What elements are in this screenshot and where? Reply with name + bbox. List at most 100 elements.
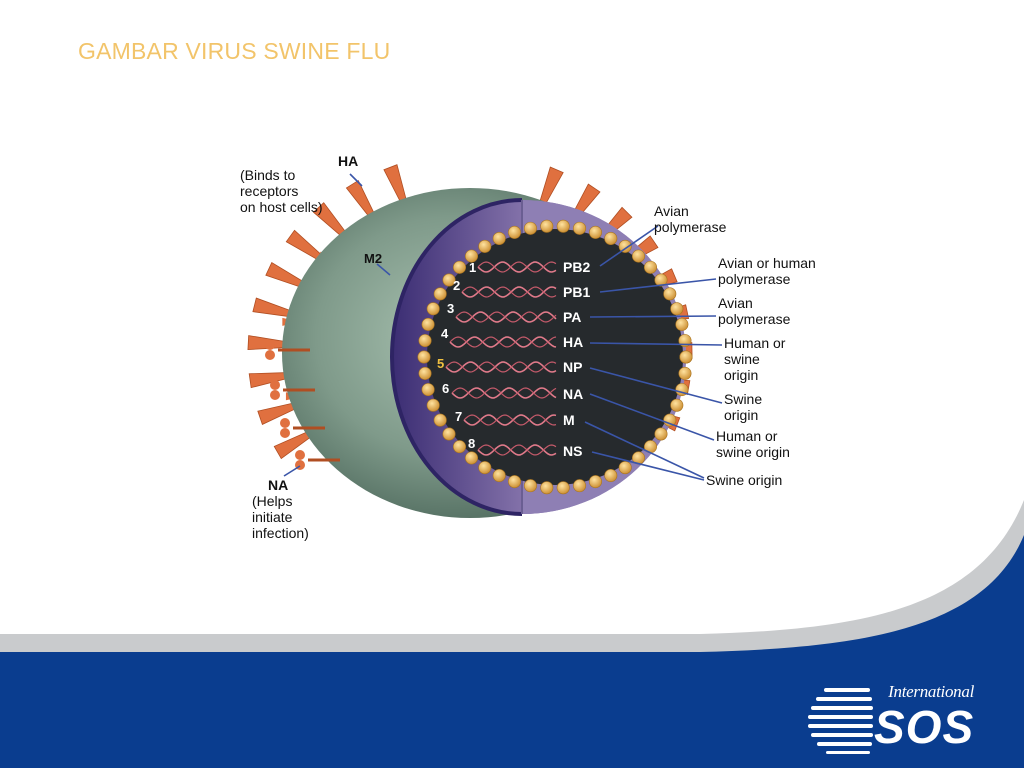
matrix-bead [426,398,440,412]
matrix-bead [632,249,646,263]
pointer-m [584,421,705,479]
gene-label-pb1: PB1 [563,284,590,300]
matrix-bead [556,481,570,495]
inner-membrane-edge [390,198,523,516]
matrix-bead [418,366,432,380]
rna-strand [477,261,557,273]
matrix-bead [523,221,537,235]
origin-na-2: swine origin [716,444,790,460]
segment-number-5: 5 [437,356,444,371]
matrix-bead [604,469,618,483]
matrix-bead [679,350,693,364]
matrix-bead [540,481,554,495]
gene-label-ns: NS [563,443,582,459]
origin-np-2: origin [724,407,758,423]
pointer-ns [591,451,705,481]
matrix-bead [426,302,440,316]
gene-labels: PB2 PB1 PA HA NP NA M NS [563,259,590,459]
na-knob [280,418,290,428]
matrix-bead [418,334,432,348]
matrix-bead [442,273,456,287]
origin-pa-2: polymerase [718,311,791,327]
pointer-lines [283,173,723,481]
pointer-pa [589,315,717,318]
rna-strand [449,336,557,348]
matrix-bead [433,287,447,301]
matrix-bead [508,475,522,489]
callout-ha-desc-1: (Binds to [240,167,295,183]
matrix-protein-beads [417,219,693,495]
callout-ha-desc-3: on host cells) [240,199,322,215]
na-knob [265,350,275,360]
gene-label-pb2: PB2 [563,259,590,275]
pointer-np [589,367,723,404]
origin-ha-2: swine [724,351,760,367]
callout-ha-title: HA [338,153,358,169]
matrix-bead [492,469,506,483]
callout-na-title: NA [268,477,288,493]
matrix-bead [670,302,684,316]
matrix-bead [643,260,657,274]
rna-strand [477,444,557,456]
matrix-bead [464,451,478,465]
matrix-bead [618,239,632,253]
pointer-na [589,393,715,441]
matrix-bead [556,219,570,233]
origin-na-1: Human or [716,428,778,444]
callout-m2-title: M2 [364,251,382,266]
na-knob [295,450,305,460]
segment-number-8: 8 [468,436,475,451]
footer-band [0,535,1024,768]
pointer-callout-m2 [376,263,391,276]
matrix-bead [478,239,492,253]
origin-pb1-2: polymerase [718,271,791,287]
slide-title: GAMBAR VIRUS SWINE FLU [78,38,391,64]
matrix-bead [654,273,668,287]
matrix-bead [523,479,537,493]
matrix-bead [421,317,435,331]
matrix-bead [417,350,431,364]
segment-numbers: 1 2 3 4 5 6 7 8 [437,260,476,451]
matrix-bead [442,427,456,441]
matrix-bead [670,398,684,412]
rna-segments [445,261,557,456]
matrix-bead [573,221,587,235]
origin-ha-3: origin [724,367,758,383]
matrix-bead [588,225,602,239]
origin-m-ns: Swine origin [706,472,782,488]
matrix-bead [492,231,506,245]
matrix-bead [508,225,522,239]
segment-number-6: 6 [442,381,449,396]
matrix-bead [573,479,587,493]
na-knob [270,380,280,390]
logo-international: International [888,682,974,701]
callout-ha-desc-2: receptors [240,183,298,199]
rna-strand [445,361,557,373]
matrix-bead [588,475,602,489]
origin-ha-1: Human or [724,335,786,351]
matrix-bead [478,461,492,475]
rna-strand [463,414,557,426]
segment-number-2: 2 [453,278,460,293]
matrix-bead [604,231,618,245]
callout-na-desc-1: (Helps [252,493,292,509]
segment-number-1: 1 [469,260,476,275]
matrix-bead [421,383,435,397]
rna-strand [461,286,557,298]
origin-pa-1: Avian [718,295,753,311]
viral-core [427,229,683,485]
matrix-bead [663,287,677,301]
origin-pb2-2: polymerase [654,219,727,235]
segment-number-4: 4 [441,326,449,341]
matrix-bead [675,317,689,331]
matrix-bead [433,413,447,427]
rna-strand [455,311,557,323]
na-knobs [265,340,340,470]
na-knob [265,340,275,350]
gene-label-np: NP [563,359,582,375]
na-knob [270,390,280,400]
pointer-pb2 [599,225,659,267]
rna-strand [451,387,557,399]
gene-label-m: M [563,412,575,428]
